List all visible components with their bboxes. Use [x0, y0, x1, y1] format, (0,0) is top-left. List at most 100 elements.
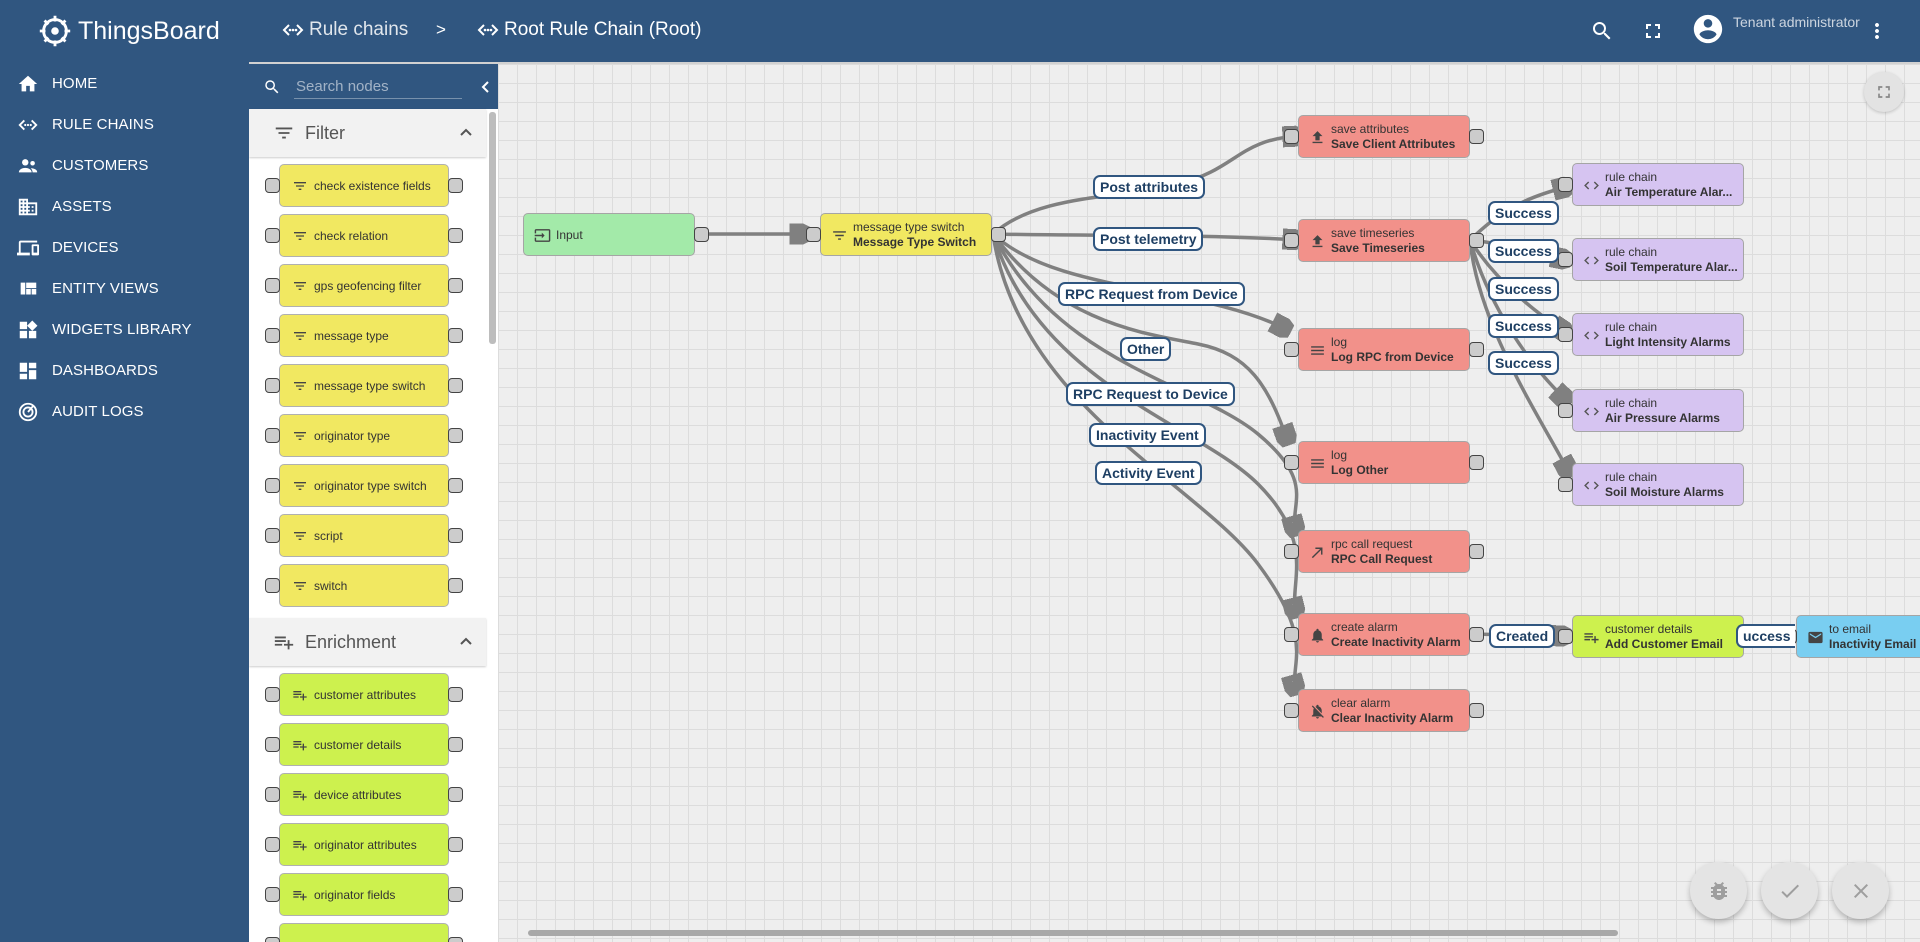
node-input-port[interactable]	[1558, 629, 1573, 644]
link-label-inactivity-event[interactable]: Inactivity Event	[1089, 423, 1206, 447]
library-node-gps-geofencing-filter[interactable]: gps geofencing filter	[265, 264, 463, 307]
debug-button[interactable]	[1690, 862, 1747, 919]
link-label-activity-event[interactable]: Activity Event	[1095, 461, 1202, 485]
library-node-check-existence-fields[interactable]: check existence fields	[265, 164, 463, 207]
library-scrollbar[interactable]	[489, 112, 496, 344]
link-label-success-soil-moist[interactable]: Success	[1488, 351, 1559, 375]
node-name: Add Customer Email	[1605, 636, 1724, 651]
nav-item-dashboards[interactable]: DASHBOARDS	[0, 350, 249, 391]
node-output-port[interactable]	[991, 227, 1006, 242]
node-input-port[interactable]	[1558, 477, 1573, 492]
user-menu[interactable]: Tenant administrator	[1691, 12, 1860, 46]
enrichment-node-list: customer attributes customer details dev…	[249, 666, 486, 942]
node-input-port[interactable]	[806, 227, 821, 242]
library-node-customer-details[interactable]: customer details	[265, 723, 463, 766]
node-input-port[interactable]	[1284, 544, 1299, 559]
library-node-device-attributes[interactable]: device attributes	[265, 773, 463, 816]
link-label-success-light[interactable]: Success	[1488, 277, 1559, 301]
fullscreen-icon[interactable]	[1641, 19, 1665, 43]
link-label-success-email[interactable]: uccess	[1736, 624, 1796, 648]
link-label-rpc-to-device[interactable]: RPC Request to Device	[1066, 382, 1235, 406]
link-label-post-attributes[interactable]: Post attributes	[1093, 175, 1206, 199]
link-other[interactable]	[991, 232, 1288, 442]
node-input-port[interactable]	[1558, 177, 1573, 192]
node-input-port[interactable]	[1558, 403, 1573, 418]
library-node-switch[interactable]: switch	[265, 564, 463, 607]
chevron-left-icon[interactable]	[478, 79, 494, 95]
nav-item-entity-views[interactable]: ENTITY VIEWS	[0, 268, 249, 309]
node-input-port[interactable]	[1284, 627, 1299, 642]
nav-item-widgets-library[interactable]: WIDGETS LIBRARY	[0, 309, 249, 350]
node-output-port[interactable]	[1469, 544, 1484, 559]
canvas-fullscreen-button[interactable]	[1864, 72, 1904, 112]
breadcrumb-rule-chains[interactable]: Rule chains	[281, 18, 408, 42]
node-output-port[interactable]	[1469, 627, 1484, 642]
link-label-success-soil-temp[interactable]: Success	[1488, 239, 1559, 263]
node-input[interactable]: Input	[523, 213, 709, 256]
link-label-success-air-temp[interactable]: Success	[1488, 201, 1559, 225]
node-input-port[interactable]	[1284, 703, 1299, 718]
node-input-port[interactable]	[1284, 342, 1299, 357]
filter-section-header[interactable]: Filter	[249, 109, 486, 157]
link-label-rpc-from-device[interactable]: RPC Request from Device	[1058, 282, 1245, 306]
link-label-other[interactable]: Other	[1120, 337, 1172, 361]
node-output-port[interactable]	[1469, 703, 1484, 718]
node-output-port[interactable]	[694, 227, 709, 242]
canvas-horizontal-scrollbar[interactable]	[528, 930, 1618, 936]
nav-item-audit-logs[interactable]: AUDIT LOGS	[0, 391, 249, 432]
revert-changes-button[interactable]	[1832, 862, 1889, 919]
link-inactivity-event[interactable]	[991, 233, 1297, 615]
nav-item-customers[interactable]: CUSTOMERS	[0, 145, 249, 186]
library-node-customer-attributes[interactable]: customer attributes	[265, 673, 463, 716]
link-label-post-telemetry[interactable]: Post telemetry	[1093, 227, 1204, 251]
link-activity-event[interactable]	[991, 233, 1297, 692]
library-node-originator-fields[interactable]: originator fields	[265, 873, 463, 916]
library-node-message-type-switch[interactable]: message type switch	[265, 364, 463, 407]
node-input-port[interactable]	[1558, 327, 1573, 342]
more-vert-icon[interactable]	[1865, 19, 1889, 43]
library-node-originator-attributes[interactable]: originator attributes	[265, 823, 463, 866]
library-node-message-type[interactable]: message type	[265, 314, 463, 357]
library-node-check-relation[interactable]: check relation	[265, 214, 463, 257]
link-rpc-to-device[interactable]	[991, 233, 1297, 533]
logo[interactable]: ThingsBoard	[0, 0, 249, 62]
library-node-script[interactable]: script	[265, 514, 463, 557]
nav-item-assets[interactable]: ASSETS	[0, 186, 249, 227]
node-output-port[interactable]	[1469, 455, 1484, 470]
library-node-originator-type-switch[interactable]: originator type switch	[265, 464, 463, 507]
nav-item-home[interactable]: HOME	[0, 63, 249, 104]
link-label-created[interactable]: Created	[1489, 624, 1556, 648]
enrichment-section-header[interactable]: Enrichment	[249, 618, 486, 666]
nav-item-rule-chains[interactable]: RULE CHAINS	[0, 104, 249, 145]
link-label-success-air-press[interactable]: Success	[1488, 314, 1559, 338]
nav-item-devices[interactable]: DEVICES	[0, 227, 249, 268]
search-icon[interactable]	[1590, 19, 1614, 43]
library-node-originator-type[interactable]: originator type	[265, 414, 463, 457]
node-input-port[interactable]	[1284, 233, 1299, 248]
node-input-port[interactable]	[1558, 252, 1573, 267]
node-input-port[interactable]	[1284, 129, 1299, 144]
node-input-port[interactable]	[1284, 455, 1299, 470]
node-output-port[interactable]	[1469, 342, 1484, 357]
library-node-partial[interactable]	[265, 923, 463, 942]
node-search-input[interactable]	[294, 74, 462, 99]
node-output-port[interactable]	[1469, 233, 1484, 248]
apply-changes-button[interactable]	[1761, 862, 1818, 919]
node-output-port[interactable]	[1469, 129, 1484, 144]
